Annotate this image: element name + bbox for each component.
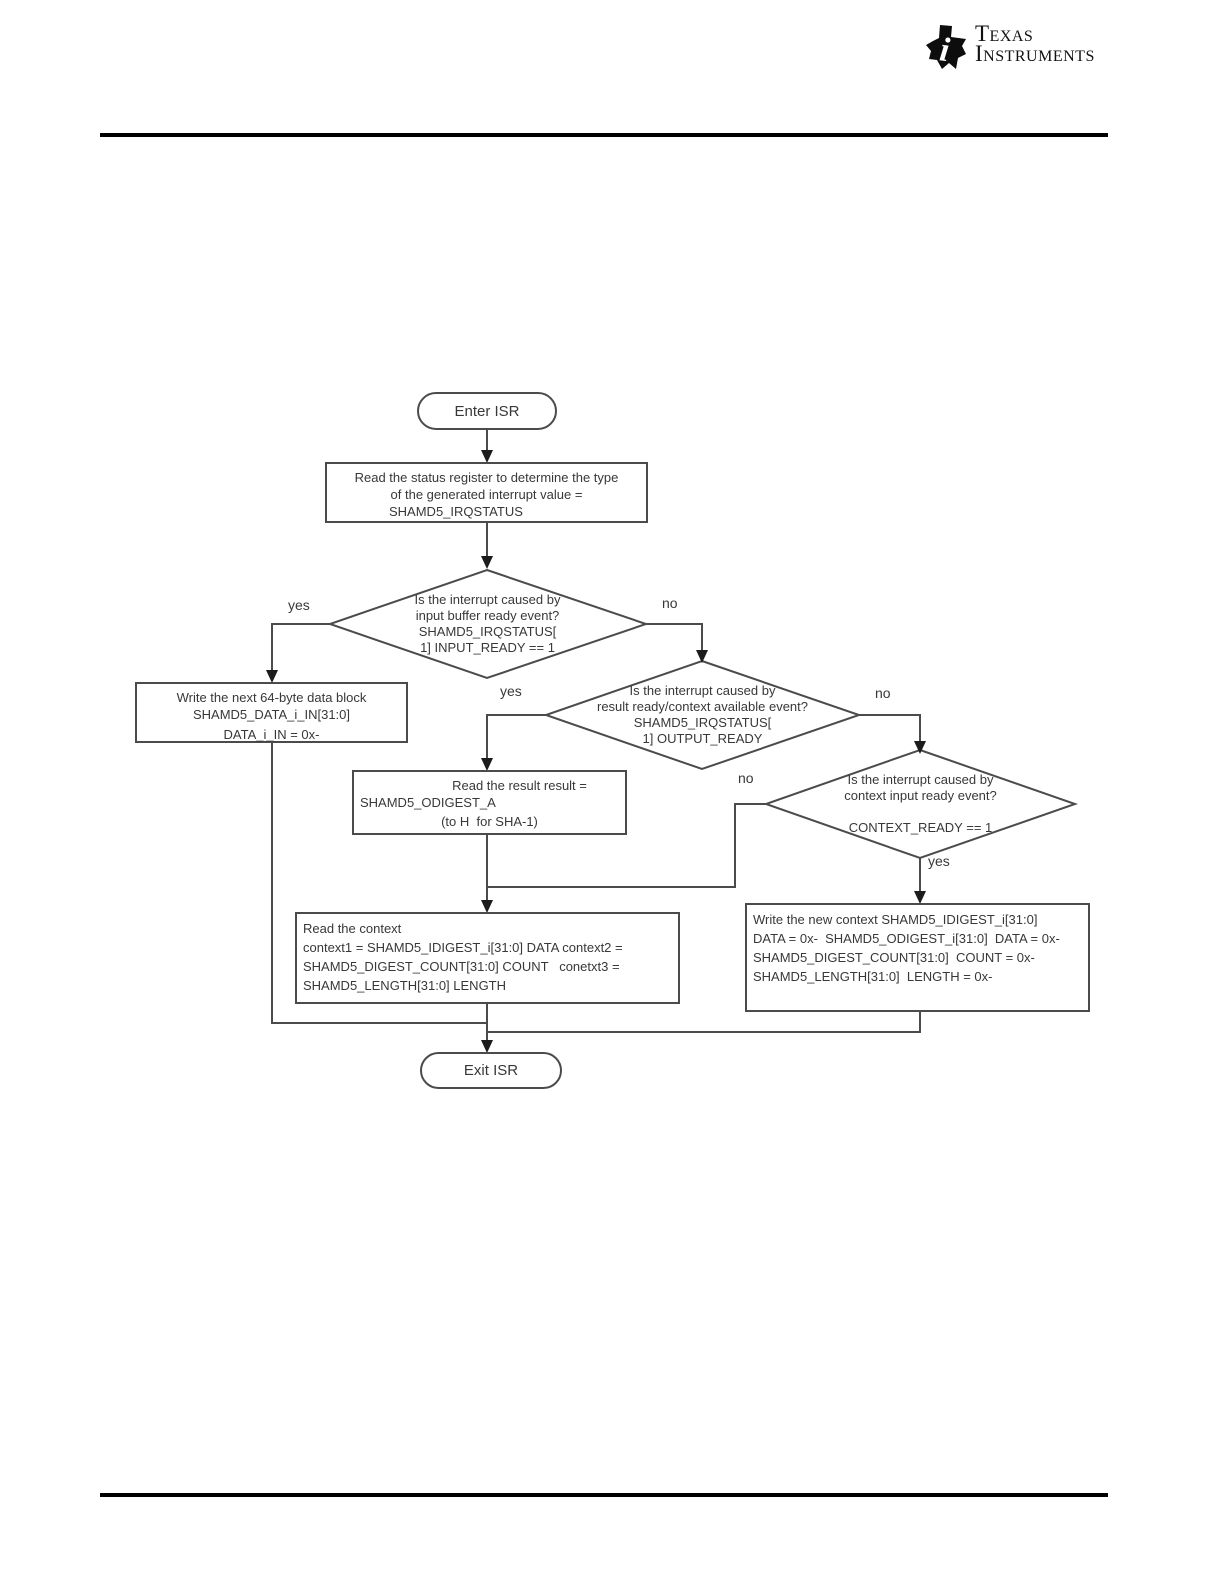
decision-line: 1] INPUT_READY == 1 — [420, 640, 555, 655]
edge-write-context-to-exit — [487, 1012, 921, 1033]
box-read-context: Read the context context1 = SHAMD5_IDIGE… — [295, 912, 680, 1004]
decision-line: Is the interrupt caused by — [847, 772, 994, 787]
box-line: SHAMD5_LENGTH[31:0] LENGTH = 0x- — [753, 969, 993, 984]
box-line: DATA = 0x- SHAMD5_ODIGEST_i[31:0] DATA =… — [753, 931, 1060, 946]
decision-line: SHAMD5_IRQSTATUS[ — [633, 715, 772, 730]
terminal-exit-isr-label: Exit ISR — [463, 1062, 519, 1079]
arrowhead — [696, 650, 708, 663]
arrowhead — [481, 1040, 493, 1053]
box-read-result: Read the result result = SHAMD5_ODIGEST_… — [352, 770, 627, 835]
ti-texas-mark-icon: i — [926, 25, 966, 69]
decision-context-ready-text: Is the interrupt caused by context input… — [766, 752, 1075, 856]
edge-decision1-yes — [271, 623, 330, 674]
box-write-new-context: Write the new context SHAMD5_IDIGEST_i[3… — [745, 903, 1090, 1012]
terminal-enter-isr: Enter ISR — [417, 392, 557, 430]
box-line: SHAMD5_DATA_i_IN[31:0] — [192, 707, 351, 722]
box-read-status-register: Read the status register to determine th… — [325, 462, 648, 523]
box-line: SHAMD5_ODIGEST_A — [360, 795, 496, 810]
decision-line: 1] OUTPUT_READY — [642, 731, 763, 746]
edge-decision1-no — [646, 623, 703, 654]
label-yes-decision3: yes — [928, 853, 950, 869]
decision-line: Is the interrupt caused by — [629, 683, 776, 698]
decision-line: Is the interrupt caused by — [414, 592, 561, 607]
arrowhead — [266, 670, 278, 683]
ti-wordmark-line2: Instruments — [975, 41, 1095, 66]
edge-decision3-no — [488, 803, 766, 888]
arrowhead — [481, 450, 493, 463]
label-yes-decision1: yes — [288, 597, 310, 613]
box-write-data-block: Write the next 64-byte data block SHAMD5… — [135, 682, 408, 743]
box-line: SHAMD5_DIGEST_COUNT[31:0] COUNT = 0x- — [753, 950, 1035, 965]
decision1-diamond — [326, 568, 650, 680]
box-line: of the generated interrupt value = — [390, 487, 583, 502]
decision-line: SHAMD5_IRQSTATUS[ — [418, 624, 557, 639]
decision-output-ready-text: Is the interrupt caused by result ready/… — [545, 663, 860, 767]
decision-input-ready-text: Is the interrupt caused by input buffer … — [345, 572, 630, 676]
header-rule — [100, 133, 1108, 137]
terminal-exit-isr: Exit ISR — [420, 1052, 562, 1089]
arrowhead — [914, 891, 926, 904]
decision-line: context input ready event? — [844, 788, 997, 803]
box-line: Read the status register to determine th… — [354, 470, 619, 485]
box-line: SHAMD5_DIGEST_COUNT[31:0] COUNT conetxt3… — [303, 959, 620, 974]
label-no-decision1: no — [662, 595, 678, 611]
box-line: (to H for SHA-1) — [441, 814, 538, 829]
box-line: SHAMD5_IRQSTATUS — [389, 504, 523, 519]
label-yes-decision2: yes — [500, 683, 522, 699]
ti-wordmark-line1: Texas — [975, 21, 1034, 46]
edge-decision2-no — [859, 714, 921, 745]
box-line: Read the context — [303, 921, 402, 936]
ti-logo: i Texas Instruments — [925, 20, 1115, 80]
box-line: SHAMD5_LENGTH[31:0] LENGTH — [303, 978, 507, 993]
edge-write-block-to-exit — [271, 742, 487, 1024]
box-line: Write the new context SHAMD5_IDIGEST_i[3… — [753, 912, 1038, 927]
label-no-decision3: no — [738, 770, 754, 786]
decision3-diamond — [762, 748, 1079, 860]
label-no-decision2: no — [875, 685, 891, 701]
arrowhead — [481, 758, 493, 771]
box-line: context1 = SHAMD5_IDIGEST_i[31:0] DATA c… — [303, 940, 623, 955]
arrowhead — [914, 741, 926, 754]
box-line: DATA_i_IN = 0x- — [223, 727, 320, 742]
terminal-enter-isr-label: Enter ISR — [454, 402, 520, 420]
arrowhead — [481, 556, 493, 569]
decision2-diamond — [542, 659, 863, 771]
ti-wordmark: Texas Instruments — [975, 21, 1095, 66]
decision-line: result ready/context available event? — [596, 699, 808, 714]
decision-line: input buffer ready event? — [415, 608, 560, 623]
box-line: Write the next 64-byte data block — [176, 690, 367, 705]
box-line: Read the result result = — [452, 778, 587, 793]
edge-decision2-yes — [486, 714, 546, 762]
decision-line: CONTEXT_READY == 1 — [848, 820, 993, 835]
footer-rule — [100, 1493, 1108, 1497]
arrowhead — [481, 900, 493, 913]
